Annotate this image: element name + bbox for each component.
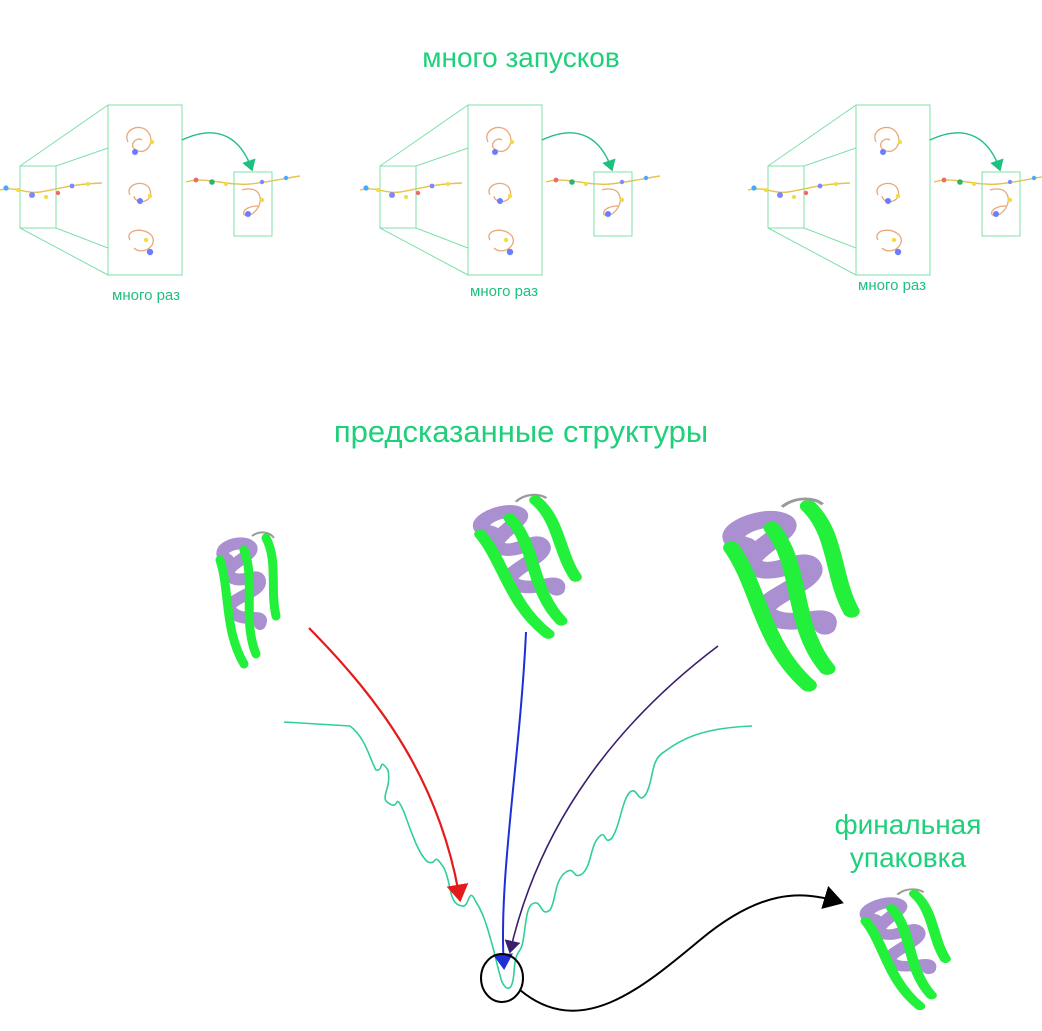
run-1-repeat-label: много раз — [112, 287, 180, 304]
funnel-landscape-icon — [283, 721, 753, 990]
final-packing-arrow — [519, 885, 844, 1012]
run-panel-1 — [0, 105, 300, 275]
final-title-line-1: финальная — [834, 809, 982, 840]
protein-structure-icon-left — [220, 532, 276, 664]
red-trajectory-arrow — [308, 627, 469, 903]
minimum-circle — [480, 953, 524, 1003]
run-panel-2 — [360, 105, 660, 275]
blue-trajectory-arrow — [493, 631, 527, 970]
purple-trajectory-arrow — [504, 645, 719, 954]
run-3-repeat-label: много раз — [858, 277, 926, 294]
title-many-runs: много запусков — [422, 42, 620, 73]
run-2-repeat-label: много раз — [470, 283, 538, 300]
final-title-line-2: упаковка — [849, 842, 967, 873]
title-final-packing: финальная упаковка — [812, 808, 1004, 874]
run-panel-3 — [748, 105, 1042, 275]
protein-structure-icon-final — [859, 887, 958, 1011]
title-predicted-structures: предсказанные структуры — [333, 414, 709, 449]
protein-structure-icon-middle — [471, 492, 592, 640]
protein-structure-icon-right — [723, 496, 867, 691]
